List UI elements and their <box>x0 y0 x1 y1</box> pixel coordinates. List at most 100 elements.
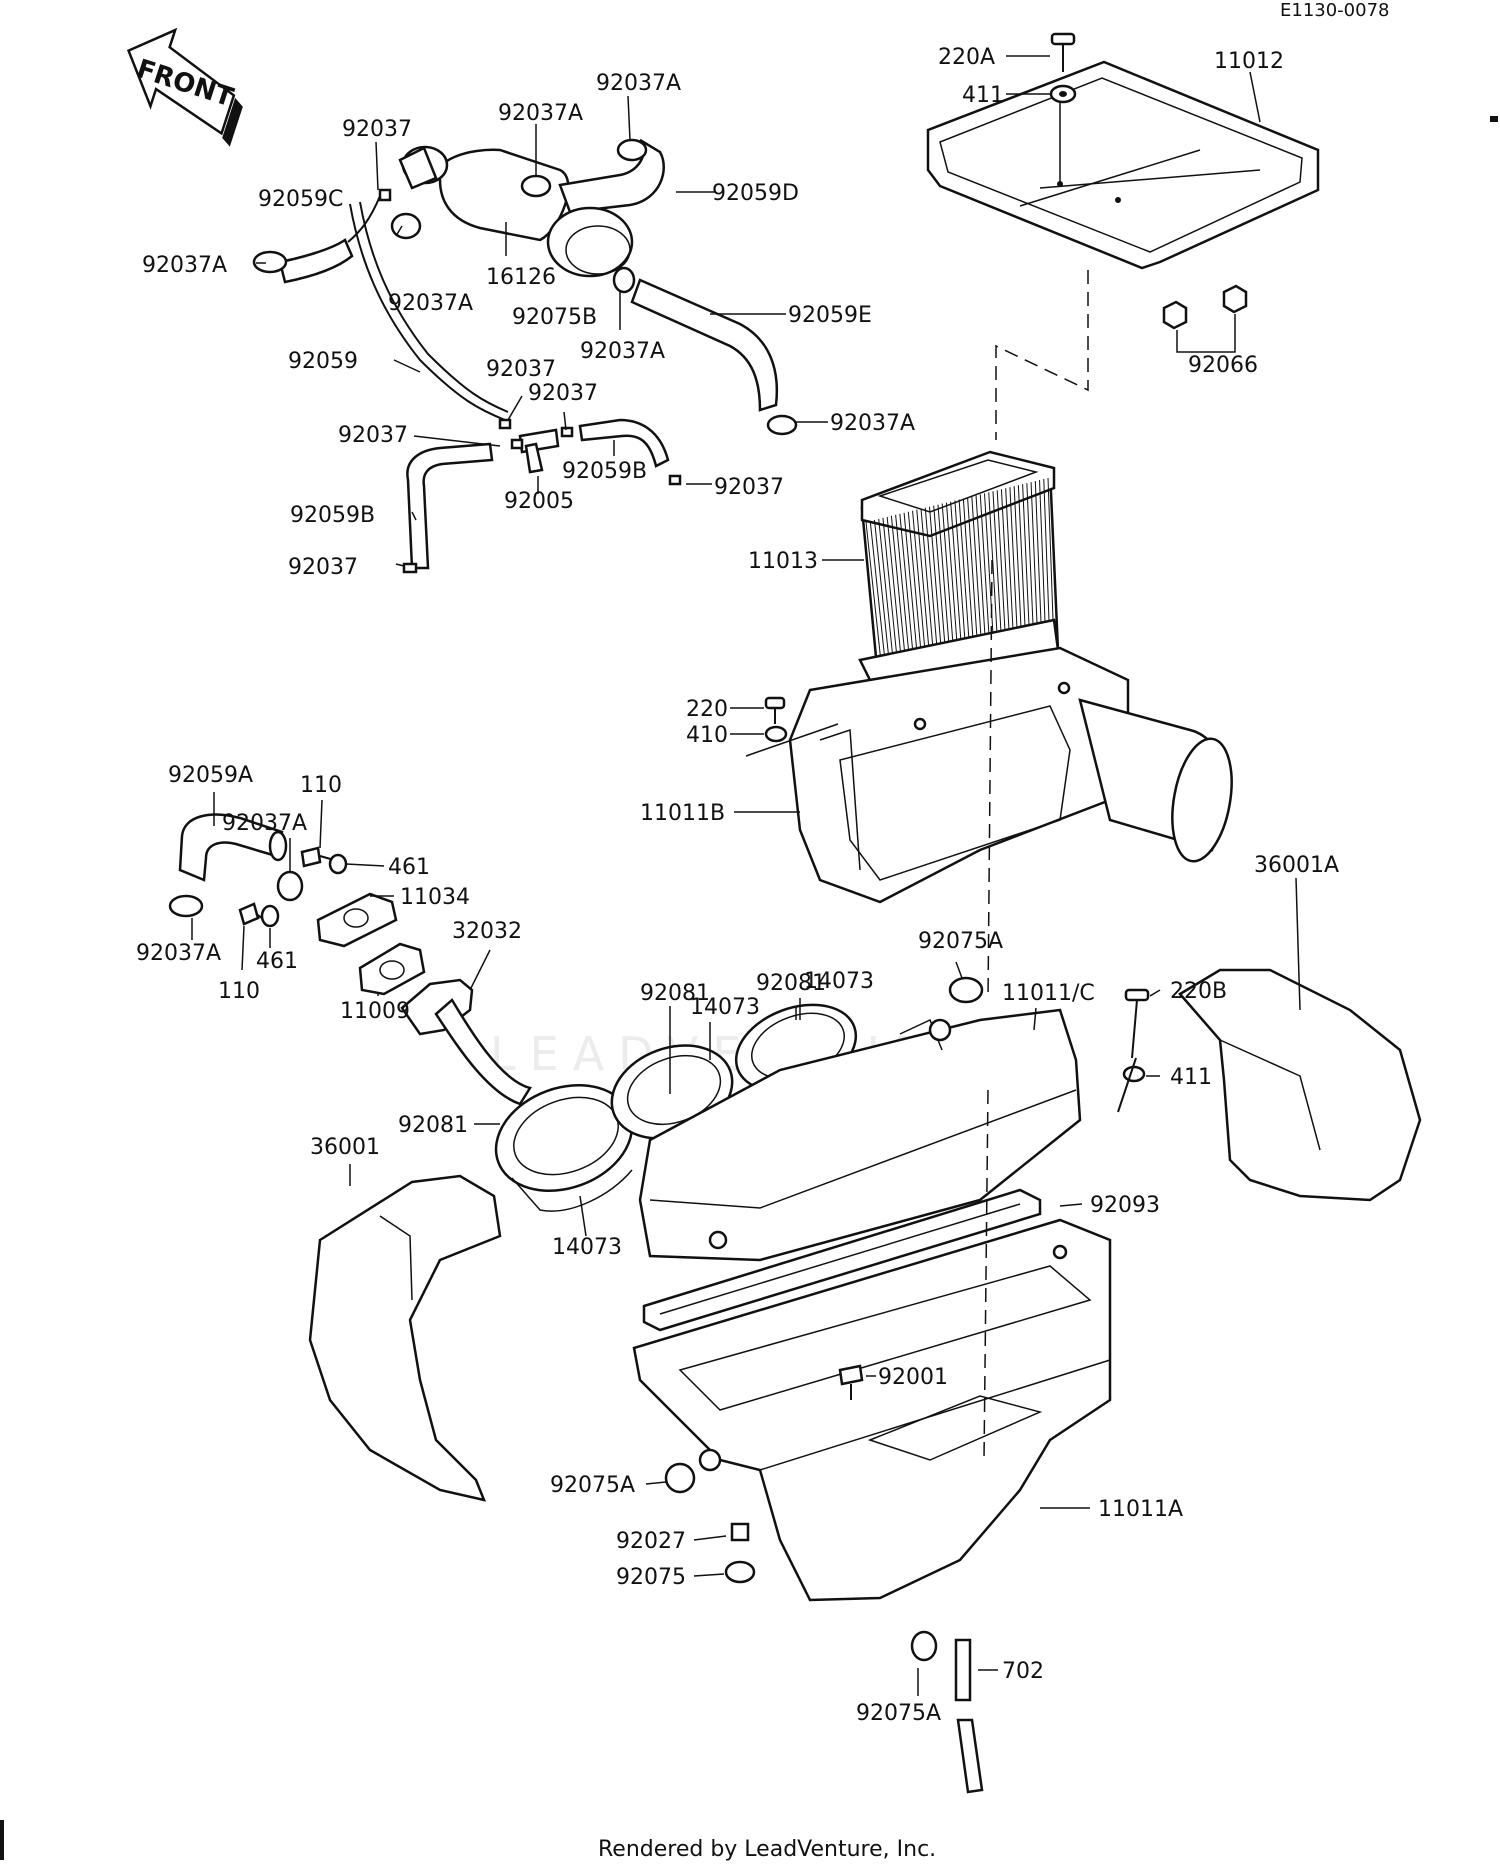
label-220: 220 <box>686 697 728 722</box>
pipe-32032[interactable] <box>400 978 532 1106</box>
label-92001: 92001 <box>878 1365 948 1390</box>
label-461-a: 461 <box>388 855 430 880</box>
washer-410[interactable] <box>764 725 788 743</box>
screw-220[interactable] <box>764 696 786 724</box>
label-92037-b: 92037 <box>486 357 556 382</box>
label-92059: 92059 <box>288 349 358 374</box>
label-410: 410 <box>686 723 728 748</box>
side-cover-36001[interactable] <box>308 1174 502 1502</box>
label-92075: 92075 <box>616 1565 686 1590</box>
label-16126: 16126 <box>486 265 556 290</box>
grommet-92075[interactable] <box>724 1560 756 1584</box>
grommet-92075a-bottom[interactable] <box>910 1630 938 1662</box>
label-92037a-2: 92037A <box>498 101 583 126</box>
part-labels: 220A 11012 411 92066 92037A 92037A 92037… <box>136 45 1339 1726</box>
margin-mark-right <box>1490 116 1498 122</box>
label-110-b: 110 <box>218 979 260 1004</box>
label-92027: 92027 <box>616 1529 686 1554</box>
label-92059b-1: 92059B <box>562 459 647 484</box>
air-cleaner-cover[interactable] <box>926 60 1320 270</box>
small-clips[interactable] <box>378 188 682 574</box>
label-92037a-8: 92037A <box>136 941 221 966</box>
label-411-lower: 411 <box>1170 1065 1212 1090</box>
air-cleaner-housing-11011b[interactable] <box>788 646 1240 904</box>
air-cleaner-housing-11011a[interactable] <box>632 1218 1112 1602</box>
grommet-92066[interactable] <box>1162 284 1248 353</box>
label-11012: 11012 <box>1214 49 1284 74</box>
label-702: 702 <box>1002 1659 1044 1684</box>
label-92059e: 92059E <box>788 303 872 328</box>
label-411-top: 411 <box>962 83 1004 108</box>
label-92037-d: 92037 <box>338 423 408 448</box>
clamp-ring-92075b[interactable] <box>546 206 634 278</box>
label-92075b: 92075B <box>512 305 597 330</box>
label-92037a-5: 92037A <box>580 339 665 364</box>
leader-lines <box>191 55 1301 1696</box>
margin-mark <box>0 1820 4 1860</box>
label-32032: 32032 <box>452 919 522 944</box>
air-cleaner-housing-11011c[interactable] <box>638 1008 1082 1262</box>
label-92037a-7: 92037A <box>222 811 307 836</box>
hose-92059b-upper[interactable] <box>578 418 670 468</box>
hose-92059b-lower[interactable] <box>406 442 494 570</box>
label-92093: 92093 <box>1090 1193 1160 1218</box>
bolt-220b[interactable] <box>1124 988 1150 1059</box>
label-11011b: 11011B <box>640 801 725 826</box>
side-cover-36001a[interactable] <box>1178 968 1422 1202</box>
label-14073-b: 14073 <box>804 969 874 994</box>
label-36001a: 36001A <box>1254 853 1339 878</box>
label-92075a-1: 92075A <box>918 929 1003 954</box>
assembly-lines <box>983 270 1137 1461</box>
label-92081-a: 92081 <box>640 981 710 1006</box>
drain-hose-702[interactable] <box>954 1638 984 1794</box>
label-92059b-2: 92059B <box>290 503 375 528</box>
gasket-11009[interactable] <box>358 942 426 996</box>
label-220a: 220A <box>938 45 995 70</box>
label-92005: 92005 <box>504 489 574 514</box>
label-92037a-1: 92037A <box>596 71 681 96</box>
label-92081-c: 92081 <box>398 1113 468 1138</box>
label-92059d: 92059D <box>712 181 799 206</box>
credit-line: Rendered by LeadVenture, Inc. <box>598 1837 936 1862</box>
label-92075a-3: 92075A <box>856 1701 941 1726</box>
label-92037-f: 92037 <box>288 555 358 580</box>
label-110-a: 110 <box>300 773 342 798</box>
gasket-92093[interactable] <box>642 1188 1042 1332</box>
label-92059a: 92059A <box>168 763 253 788</box>
grommet-92075a-upper[interactable] <box>948 976 984 1004</box>
plate-11034[interactable] <box>316 892 398 948</box>
label-11013: 11013 <box>748 549 818 574</box>
clamp-92037a-left[interactable] <box>168 870 304 918</box>
hose-92059[interactable] <box>349 201 509 421</box>
reference-code: E1130-0078 <box>1280 0 1390 21</box>
label-36001: 36001 <box>310 1135 380 1160</box>
label-92037a-6: 92037A <box>830 411 915 436</box>
label-92037-e: 92037 <box>714 475 784 500</box>
label-11011c: 11011/C <box>1002 981 1095 1006</box>
label-92037-top: 92037 <box>342 117 412 142</box>
cover-screw-220a[interactable] <box>1050 32 1076 72</box>
hose-clamps[interactable] <box>252 138 798 436</box>
front-arrow-icon: FRONT <box>126 27 243 147</box>
washer-411-lower[interactable] <box>1122 1065 1146 1083</box>
label-11009: 11009 <box>340 999 410 1024</box>
label-92037a-4: 92037A <box>388 291 473 316</box>
label-461-b: 461 <box>256 949 298 974</box>
cover-washer-411[interactable] <box>1049 84 1077 104</box>
label-92081-b: 92081 <box>756 971 826 996</box>
t-fitting-92005[interactable] <box>518 428 560 474</box>
hose-92059a[interactable] <box>178 813 288 882</box>
label-92066: 92066 <box>1188 353 1258 378</box>
label-92037-c: 92037 <box>528 381 598 406</box>
label-11011a: 11011A <box>1098 1497 1183 1522</box>
label-92075a-2: 92075A <box>550 1473 635 1498</box>
hose-92059e[interactable] <box>630 278 779 412</box>
label-11034: 11034 <box>400 885 470 910</box>
label-14073-a: 14073 <box>690 995 760 1020</box>
collar-92027[interactable] <box>730 1522 750 1542</box>
grommet-92075a-mid[interactable] <box>664 1462 696 1494</box>
label-92037a-3: 92037A <box>142 253 227 278</box>
bolt-92001[interactable] <box>838 1364 864 1400</box>
hose-92059d[interactable] <box>558 138 665 214</box>
